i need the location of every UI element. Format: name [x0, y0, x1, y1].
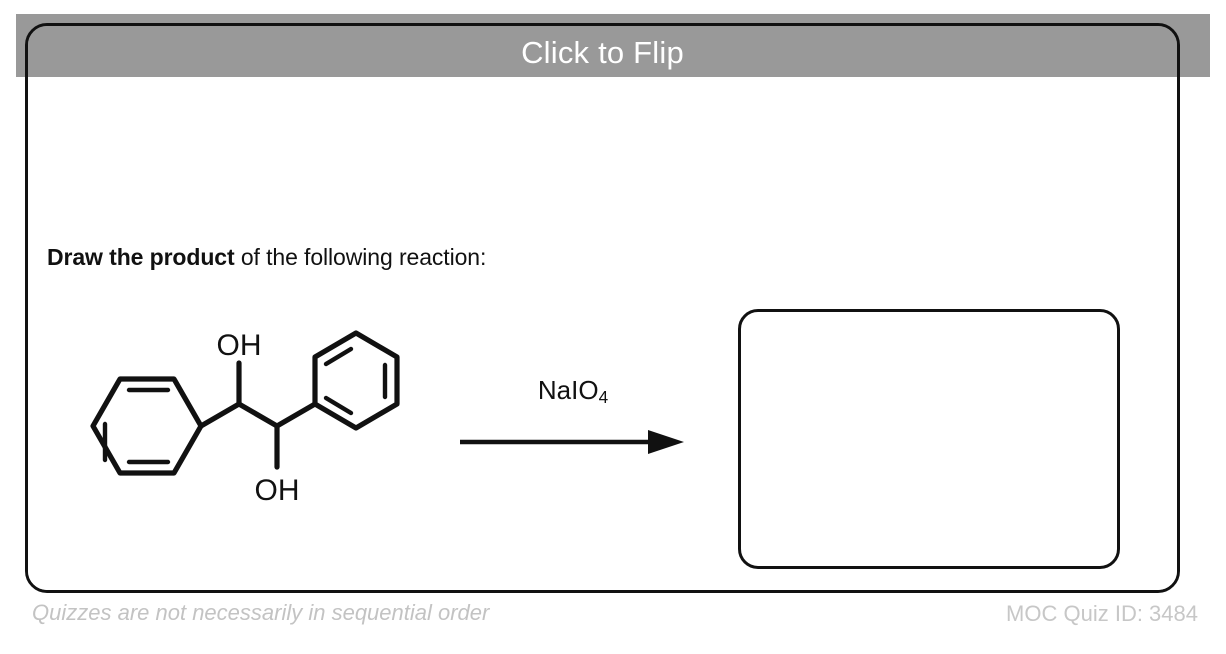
reaction-scheme: OH OH NaIO4 [28, 80, 1177, 590]
flip-card-title[interactable]: Click to Flip [521, 35, 684, 70]
hydroxyl-label-top: OH [217, 329, 262, 362]
reagent-label: NaIO4 [448, 375, 698, 408]
question-prompt-bold: Draw the product [47, 244, 235, 270]
question-prompt-rest: of the following reaction: [234, 244, 487, 270]
footer-quiz-id: MOC Quiz ID: 3484 [1006, 601, 1198, 626]
reagent-formula: NaIO [537, 375, 599, 405]
question-prompt: Draw the product of the following reacti… [47, 244, 486, 271]
reaction-arrow-icon [460, 430, 684, 454]
card-header[interactable]: Click to Flip [28, 26, 1177, 77]
card-body: Draw the product of the following reacti… [28, 80, 1177, 590]
reagent-subscript: 4 [598, 386, 609, 407]
reactant-structure-hydrobenzoin: OH OH [90, 329, 400, 507]
product-answer-box[interactable] [738, 309, 1120, 569]
footer-note: Quizzes are not necessarily in sequentia… [32, 600, 490, 625]
flashcard[interactable]: Click to Flip Draw the product of the fo… [25, 23, 1180, 593]
reagent-block: NaIO4 [448, 375, 698, 485]
hydroxyl-label-bottom: OH [255, 474, 300, 507]
